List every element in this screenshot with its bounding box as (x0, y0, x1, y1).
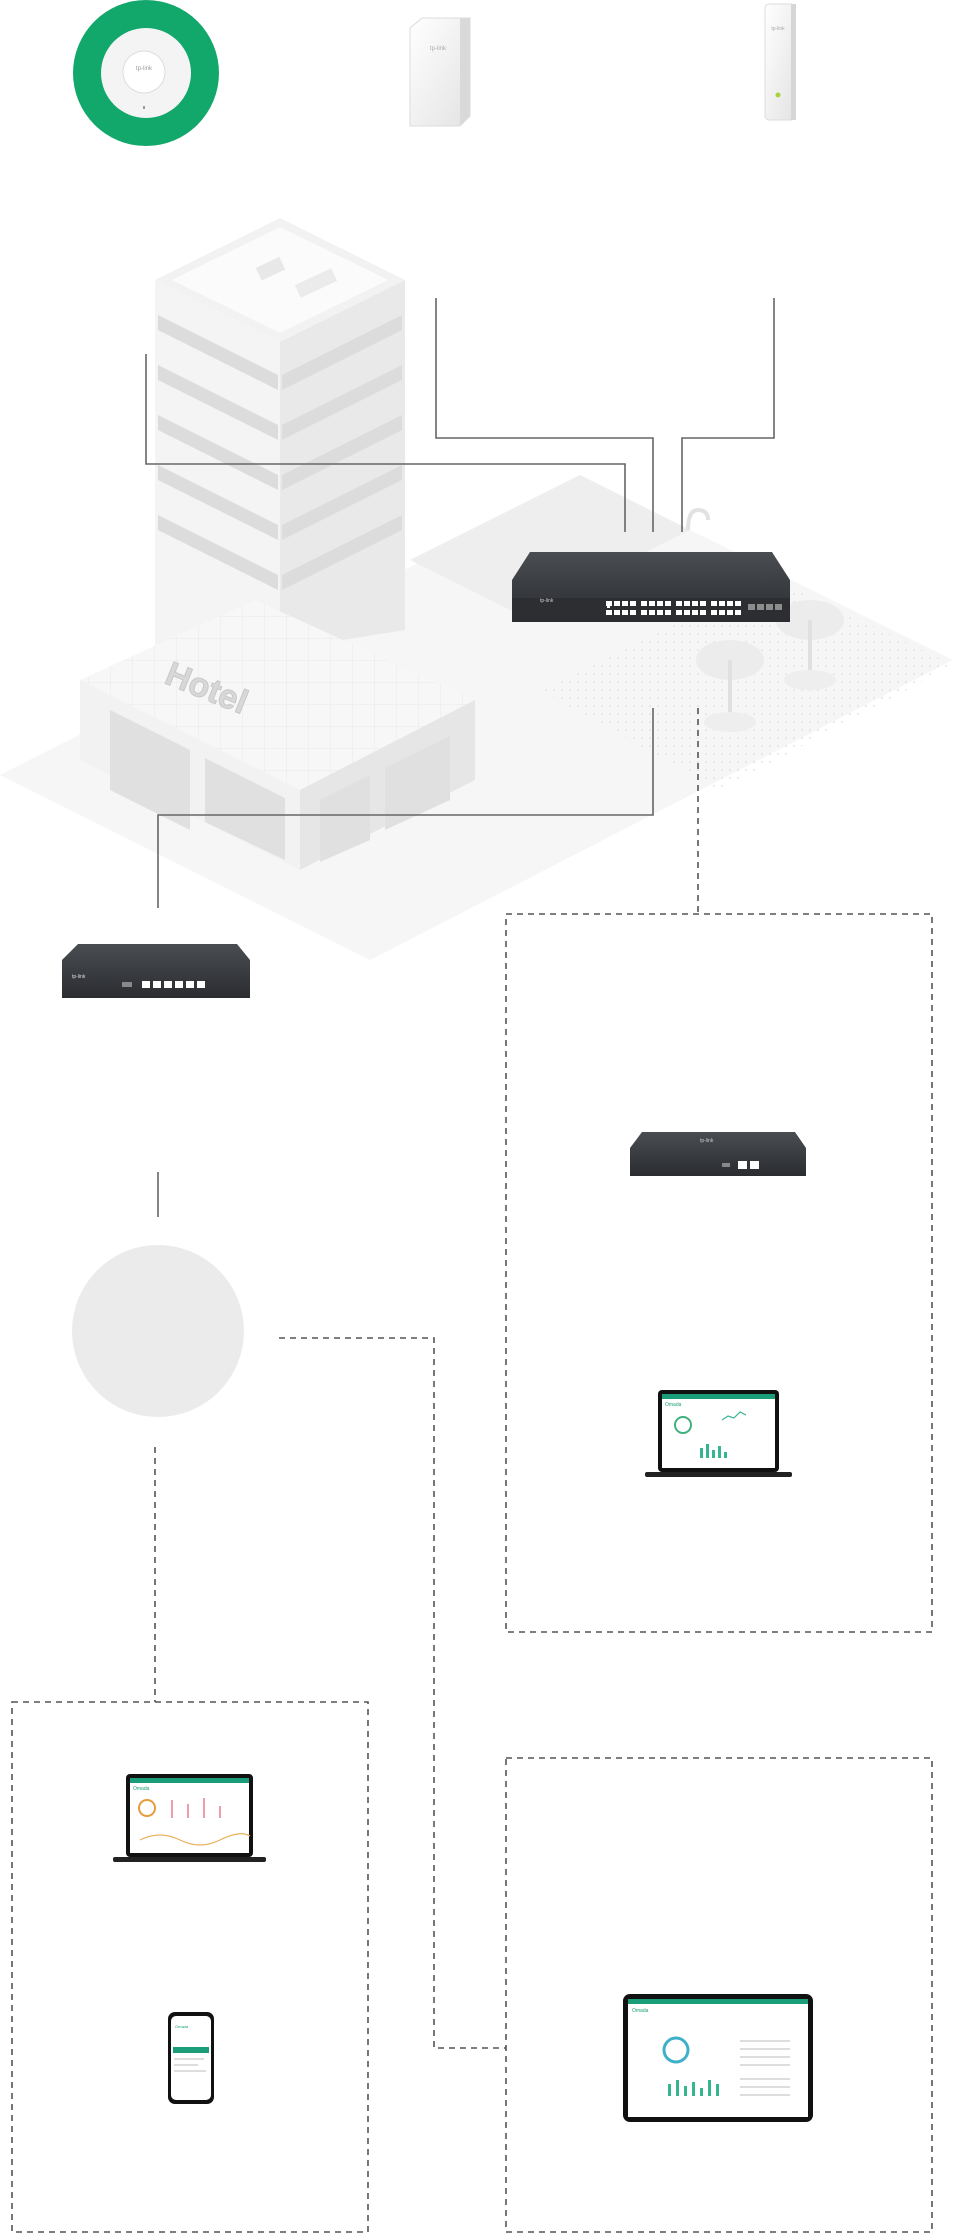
mobile-phone: Omada (168, 2012, 214, 2104)
cloud-management-frame (505, 1757, 933, 2233)
controller-logo: tp-link (700, 1138, 714, 1144)
ceiling-ap-logo: tp-link (136, 66, 153, 72)
wall-plate-access-point: tp-link (409, 17, 471, 127)
controller-laptop: Omada (645, 1390, 792, 1477)
hotel-building: Hotel (80, 218, 475, 870)
management-links (154, 708, 699, 2049)
outdoor-ap-logo: tp-link (771, 26, 785, 32)
cloud-placeholder-circle (72, 1245, 244, 1417)
tablet: Omada (623, 1994, 813, 2122)
umbrella-icon (776, 600, 844, 690)
laptop1-logo: Omada (665, 1402, 682, 1408)
switch-logo: tp-link (540, 598, 554, 604)
cloud-laptop: Omada (113, 1774, 266, 1862)
laptop2-logo: Omada (133, 1786, 150, 1792)
cable-lines (145, 298, 775, 1217)
hardware-controller-frame (505, 913, 933, 1633)
lamp-icon (686, 507, 710, 531)
router-logo: tp-link (72, 974, 86, 980)
hardware-controller: tp-link (630, 1132, 806, 1176)
ceiling-access-point: tp-link (73, 0, 219, 146)
gateway-router: tp-link (62, 944, 250, 998)
cloud-controller-frame (11, 1701, 369, 2233)
dashed-frames (11, 913, 933, 2233)
wall-ap-logo: tp-link (430, 46, 447, 52)
umbrella-icon (696, 640, 764, 732)
outdoor-access-point: tp-link (764, 3, 796, 121)
tablet-logo: Omada (632, 2008, 649, 2014)
core-switch: tp-link (512, 552, 790, 622)
phone-logo: Omada (175, 2024, 189, 2029)
